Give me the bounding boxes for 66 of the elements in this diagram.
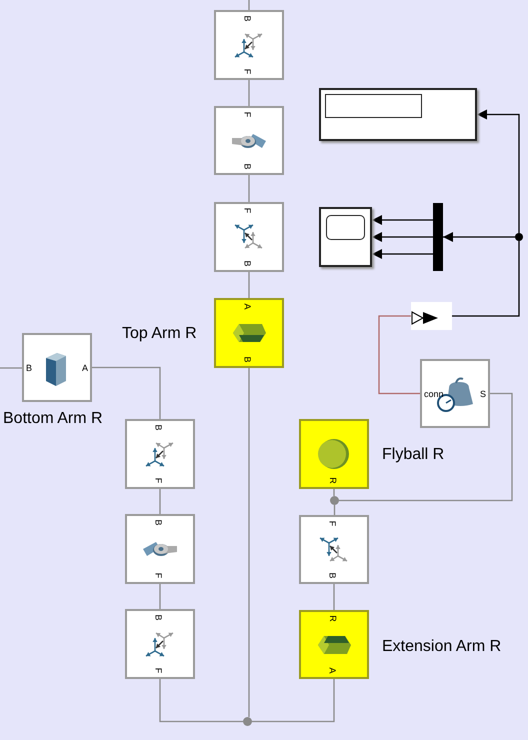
connection-line (159, 679, 243, 722)
connection-line (248, 80, 250, 106)
port-label: R (328, 615, 337, 622)
connection-line (452, 241, 520, 317)
port-label: B (328, 572, 336, 578)
connection-line (333, 584, 335, 610)
block-label: Flyball R (382, 446, 444, 464)
connection-line (378, 315, 420, 394)
sensor-block (420, 359, 490, 428)
solid-block (22, 333, 92, 402)
sphere-block (299, 419, 369, 489)
connection-line (248, 368, 250, 717)
port-label: F (153, 572, 162, 578)
connection-line (334, 505, 336, 515)
revolute-joint-block (214, 106, 284, 175)
port-label: F (242, 112, 252, 118)
port-label: B (154, 424, 162, 430)
block-label: Top Arm R (122, 325, 197, 343)
connection-line (92, 366, 161, 419)
mux-bar (433, 203, 443, 271)
port-label: S (480, 390, 486, 398)
port-label: B (154, 614, 162, 620)
connection-line (252, 679, 335, 722)
arrow (372, 232, 433, 242)
arrow (372, 215, 433, 225)
port-label: A (328, 668, 336, 674)
connection-line (159, 489, 161, 514)
port-label: F (327, 520, 336, 526)
port-label: B (242, 16, 252, 22)
frame-transform-block (125, 419, 195, 489)
port-label: R (328, 477, 337, 484)
port-label: B (242, 260, 252, 266)
connection-line (339, 392, 513, 502)
arrow (477, 110, 520, 233)
connection-line (0, 367, 22, 369)
junction-dot (515, 233, 523, 241)
port-label: B (242, 356, 252, 362)
frame-transform-block (214, 202, 284, 272)
block-label: Bottom Arm R (3, 410, 103, 428)
connection-line (248, 175, 250, 202)
port-label: A (82, 364, 88, 372)
frame-transform-block (125, 609, 195, 679)
arrow (372, 249, 433, 259)
port-label: B (26, 364, 32, 372)
connection-line (248, 0, 250, 10)
frame-transform-block (214, 10, 284, 80)
connection-line (248, 272, 250, 298)
junction-dot (330, 496, 339, 505)
brick-solid-block (299, 610, 369, 679)
arrow (443, 232, 515, 242)
port-label: F (153, 478, 162, 484)
port-label: A (242, 304, 252, 310)
port-label: F (242, 68, 252, 74)
frame-transform-block (299, 515, 369, 584)
port-label: F (153, 668, 162, 674)
scope-block (319, 207, 372, 267)
brick-solid-block (214, 298, 284, 368)
port-label: conn (424, 390, 444, 398)
port-label: B (242, 164, 252, 170)
display-block (319, 88, 477, 141)
junction-dot (243, 717, 252, 726)
connection-line (159, 584, 161, 609)
port-label: B (154, 520, 162, 526)
revolute-joint-block (125, 514, 195, 584)
block-label: Extension Arm R (382, 638, 502, 656)
port-label: F (242, 208, 252, 214)
